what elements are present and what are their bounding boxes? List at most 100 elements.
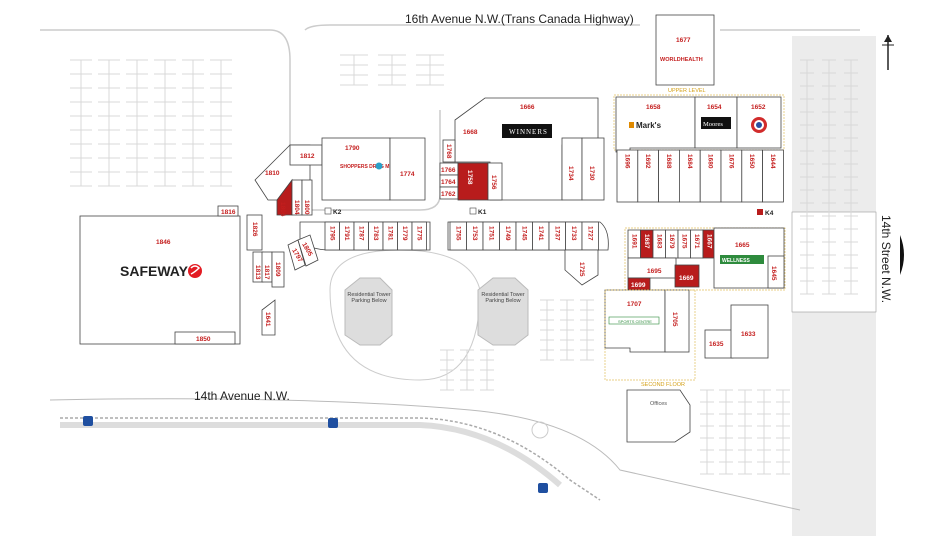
unit-1696-block[interactable]: 1696	[616, 149, 639, 203]
unit-1779-block[interactable]: 1779	[397, 221, 413, 251]
shoppers-store[interactable]: 1790 SHOPPERS DRUG MART	[321, 137, 400, 201]
unit-1800-block[interactable]: 1800	[301, 179, 313, 216]
unit-1766-block[interactable]: 1766	[439, 162, 459, 176]
unit-1787-block[interactable]: 1787	[353, 221, 369, 251]
unit-1775-block[interactable]: 1775	[411, 221, 427, 251]
unit-1817-block[interactable]: 1817	[261, 251, 273, 283]
unit-1791-block[interactable]: 1791	[339, 221, 355, 251]
unit-1687-block[interactable]: 1687	[640, 229, 654, 259]
unit-1764-block[interactable]: 1764	[439, 174, 459, 188]
unit-1783-block[interactable]: 1783	[368, 221, 384, 251]
unit-1707: 1707	[627, 301, 642, 308]
unit-1800: 1800	[303, 200, 310, 215]
safeway-store[interactable]: 1846 SAFEWAY	[79, 215, 241, 345]
unit-1680-block[interactable]: 1680	[699, 149, 722, 203]
second-floor-outline	[604, 289, 696, 381]
unit-1813-block[interactable]: 1813	[252, 251, 264, 283]
unit-1727: 1727	[586, 226, 593, 241]
unit-1676-block[interactable]: 1676	[720, 149, 743, 203]
unit-1775: 1775	[415, 226, 422, 241]
unit-1652-store[interactable]: 1652	[736, 96, 782, 149]
unit-1766: 1766	[441, 167, 456, 174]
unit-1679-block[interactable]: 1679	[665, 229, 679, 259]
southeast-outline	[624, 227, 786, 291]
unit-1684-block[interactable]: 1684	[679, 149, 701, 203]
unit-1762-block[interactable]: 1762	[439, 186, 459, 200]
winners-logo: WINNERS	[509, 128, 548, 136]
unit-1707-store[interactable]: 1707 SPORTS CENTRE	[604, 289, 666, 353]
unit-1683-block[interactable]: 1683	[652, 229, 666, 259]
unit-1826-block[interactable]: 1826	[246, 214, 263, 251]
kiosk-k4[interactable]: K4	[757, 209, 774, 217]
unit-1725-block[interactable]: 1725	[564, 249, 599, 286]
unit-1733-block[interactable]: 1733	[565, 221, 583, 251]
unit-1669: 1669	[679, 275, 694, 282]
unit-1699: 1699	[631, 282, 646, 289]
unit-1758-block[interactable]: 1758	[457, 162, 489, 201]
unit-1809-block[interactable]: 1809	[271, 251, 285, 288]
unit-1751-block[interactable]: 1751	[482, 221, 500, 251]
unit-1734-block[interactable]: 1734	[561, 137, 583, 201]
unit-1795-block[interactable]: 1795	[324, 221, 340, 251]
unit-1671-block[interactable]: 1671	[690, 229, 704, 259]
unit-1692-block[interactable]: 1692	[637, 149, 659, 203]
unit-1669-block[interactable]: 1669	[674, 264, 700, 288]
unit-1737-block[interactable]: 1737	[548, 221, 566, 251]
rail-line	[60, 417, 601, 501]
worldhealth-logo: WORLDHEALTH	[660, 57, 703, 63]
unit-1768: 1768	[445, 144, 452, 159]
unit-1804-block[interactable]: 1804	[291, 179, 303, 216]
unit-1705-block[interactable]: 1705	[664, 289, 690, 353]
unit-1644-block[interactable]: 1644	[762, 149, 784, 203]
kiosk-k2[interactable]: K2	[324, 207, 342, 216]
unit-1753-block[interactable]: 1753	[466, 221, 484, 251]
unit-1790: 1790	[345, 145, 360, 152]
unit-1654: 1654	[707, 104, 722, 111]
bus-stop-icon-center	[328, 418, 338, 428]
second-floor-label: SECOND FLOOR	[641, 382, 685, 388]
marks-store[interactable]: 1658 Mark's	[615, 96, 696, 153]
unit-1650-block[interactable]: 1650	[741, 149, 763, 203]
unit-1755-block[interactable]: 1755	[449, 221, 467, 251]
unit-1774: 1774	[400, 171, 415, 178]
unit-1650: 1650	[748, 154, 755, 169]
west-road-outline	[40, 29, 291, 200]
unit-1774-block[interactable]: 1774	[389, 137, 426, 201]
unit-1737: 1737	[553, 226, 560, 241]
offices-building[interactable]: Offices	[626, 389, 691, 443]
unit-1727-block[interactable]: 1727	[581, 221, 599, 251]
kiosk-k1[interactable]: K1	[469, 207, 487, 216]
unit-1797-block[interactable]: 1797	[287, 239, 306, 271]
unit-1671: 1671	[693, 234, 700, 249]
unit-1675-block[interactable]: 1675	[677, 229, 691, 259]
shoppers-leaf-icon	[375, 162, 383, 170]
unit-1745-block[interactable]: 1745	[515, 221, 533, 251]
moores-store[interactable]: 1654 Moores	[694, 96, 738, 149]
unit-1695-block[interactable]: 1695	[627, 257, 677, 279]
unit-1762: 1762	[441, 191, 456, 198]
marks-logo: Mark's	[636, 121, 662, 130]
unit-1781-block[interactable]: 1781	[382, 221, 398, 251]
north-arrow-icon	[882, 35, 894, 70]
north-road-outline	[304, 24, 860, 31]
unit-1850-block[interactable]: 1850	[174, 331, 236, 345]
unit-1699-block[interactable]: 1699	[627, 277, 651, 291]
unit-1683: 1683	[655, 234, 662, 249]
unit-1641-block[interactable]: 1641	[261, 299, 276, 336]
unit-1658: 1658	[646, 104, 661, 111]
unit-1633-block[interactable]: 1633	[730, 304, 769, 359]
unit-1691-block[interactable]: 1691	[627, 229, 641, 259]
unit-1812-block[interactable]: 1812	[289, 144, 323, 166]
unit-1749-block[interactable]: 1749	[499, 221, 517, 251]
unit-1730-block[interactable]: 1730	[581, 137, 605, 201]
unit-1645-block[interactable]: 1645	[767, 255, 785, 289]
unit-1756-block[interactable]: 1756	[487, 162, 503, 201]
unit-1768-block[interactable]: 1768	[442, 139, 456, 163]
worldhealth-store[interactable]: 1677 WORLDHEALTH	[655, 14, 715, 86]
unit-1816-block[interactable]: 1816	[217, 205, 239, 217]
unit-1688-block[interactable]: 1688	[658, 149, 680, 203]
unit-1635-block[interactable]: 1635	[704, 329, 734, 359]
unit-1741-block[interactable]: 1741	[532, 221, 550, 251]
store-logo-icon-1652	[751, 117, 767, 133]
unit-1805-block[interactable]: 1805	[297, 234, 319, 267]
